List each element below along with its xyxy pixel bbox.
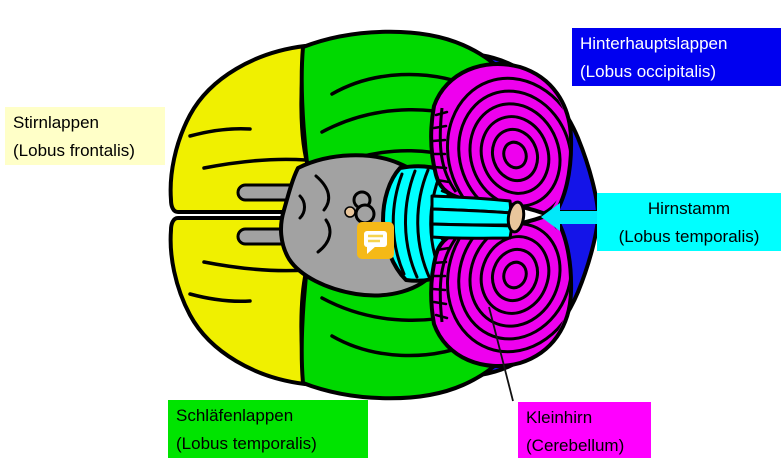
vermis-band-line	[438, 107, 458, 193]
cerebellum-hemisphere-upper	[429, 61, 574, 219]
label-schlaefenlappen-line2: (Lobus temporalis)	[176, 434, 317, 453]
label-hinterhauptslappen-line1: Hinterhauptslappen	[580, 34, 728, 53]
label-kleinhirn: Kleinhirn (Cerebellum)	[518, 402, 651, 458]
label-stirnlappen-line2: (Lobus frontalis)	[13, 141, 135, 160]
kleinhirn-pointer-line	[488, 306, 514, 402]
hirnstamm-arrow	[541, 203, 597, 231]
label-stirnlappen-line1: Stirnlappen	[13, 113, 100, 132]
label-schlaefenlappen: Schläfenlappen (Lobus temporalis)	[168, 400, 368, 458]
label-hirnstamm-line1: Hirnstamm	[647, 199, 731, 218]
label-hinterhauptslappen: Hinterhauptslappen (Lobus occipitalis)	[572, 28, 781, 86]
label-kleinhirn-line2: (Cerebellum)	[526, 436, 625, 455]
infundibulum-dot	[344, 206, 356, 218]
label-hinterhauptslappen-line2: (Lobus occipitalis)	[580, 62, 717, 81]
gray-detail-lines	[298, 174, 332, 254]
brainstem-tube	[430, 194, 526, 240]
label-hirnstamm: Hirnstamm (Lobus temporalis)	[597, 193, 781, 251]
label-hirnstamm-line2: (Lobus temporalis)	[618, 227, 760, 246]
vermis-hatching	[431, 110, 454, 197]
label-schlaefenlappen-line1: Schläfenlappen	[176, 406, 294, 425]
mammillary-body-lower	[354, 203, 376, 225]
brainstem-cut-surface	[506, 200, 526, 234]
comment-bubble-tail	[367, 246, 376, 254]
comment-bubble-icon	[364, 231, 387, 247]
label-kleinhirn-line1: Kleinhirn	[526, 408, 593, 427]
comment-marker[interactable]	[357, 222, 394, 259]
label-stirnlappen: Stirnlappen (Lobus frontalis)	[5, 107, 165, 165]
cerebellum-folia	[440, 68, 570, 214]
